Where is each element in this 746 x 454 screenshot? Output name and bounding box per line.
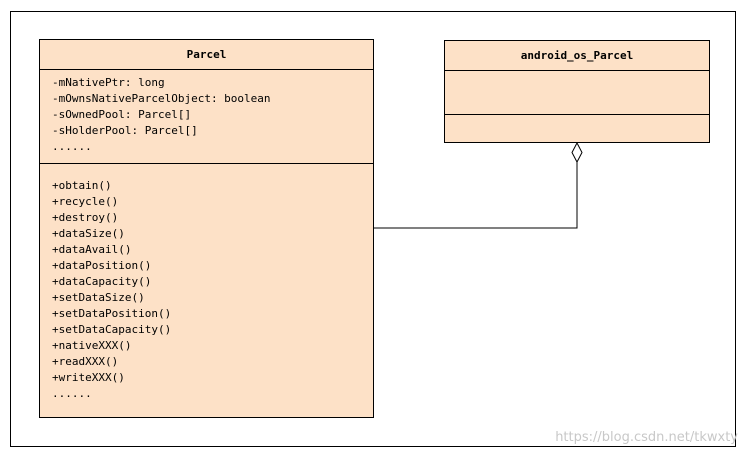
operation: +nativeXXX() [52, 339, 132, 352]
operation: +readXXX() [52, 355, 119, 368]
operation: +dataSize() [52, 227, 125, 240]
attribute: -sOwnedPool: Parcel[] [52, 108, 192, 121]
operation: +setDataSize() [52, 291, 145, 304]
aggregation-line [374, 162, 578, 229]
class-android-os-parcel: android_os_Parcel [444, 40, 710, 143]
operation-ellipsis: ...... [52, 387, 92, 400]
operation: +dataCapacity() [52, 275, 152, 288]
operation: +writeXXX() [52, 371, 125, 384]
operation: +setDataCapacity() [52, 323, 172, 336]
operation: +destroy() [52, 211, 119, 224]
attribute: -sHolderPool: Parcel[] [52, 124, 198, 137]
operation: +dataAvail() [52, 243, 132, 256]
class-parcel: Parcel -mNativePtr: long -mOwnsNativePar… [39, 39, 374, 418]
operation: +obtain() [52, 179, 112, 192]
class-parcel-operations: +obtain() +recycle() +destroy() +dataSiz… [40, 164, 373, 402]
attribute-ellipsis: ...... [52, 140, 92, 153]
operation: +dataPosition() [52, 259, 152, 272]
class-android-os-parcel-attributes [445, 71, 709, 115]
class-parcel-attributes: -mNativePtr: long -mOwnsNativeParcelObje… [40, 70, 373, 164]
class-android-os-parcel-name: android_os_Parcel [445, 41, 709, 71]
attribute: -mNativePtr: long [52, 76, 165, 89]
operation: +recycle() [52, 195, 119, 208]
operation: +setDataPosition() [52, 307, 172, 320]
class-parcel-name: Parcel [40, 40, 373, 70]
class-android-os-parcel-operations [445, 115, 709, 142]
attribute: -mOwnsNativeParcelObject: boolean [52, 92, 271, 105]
aggregation-diamond [571, 141, 583, 164]
watermark: https://blog.csdn.net/tkwxty [555, 430, 738, 445]
